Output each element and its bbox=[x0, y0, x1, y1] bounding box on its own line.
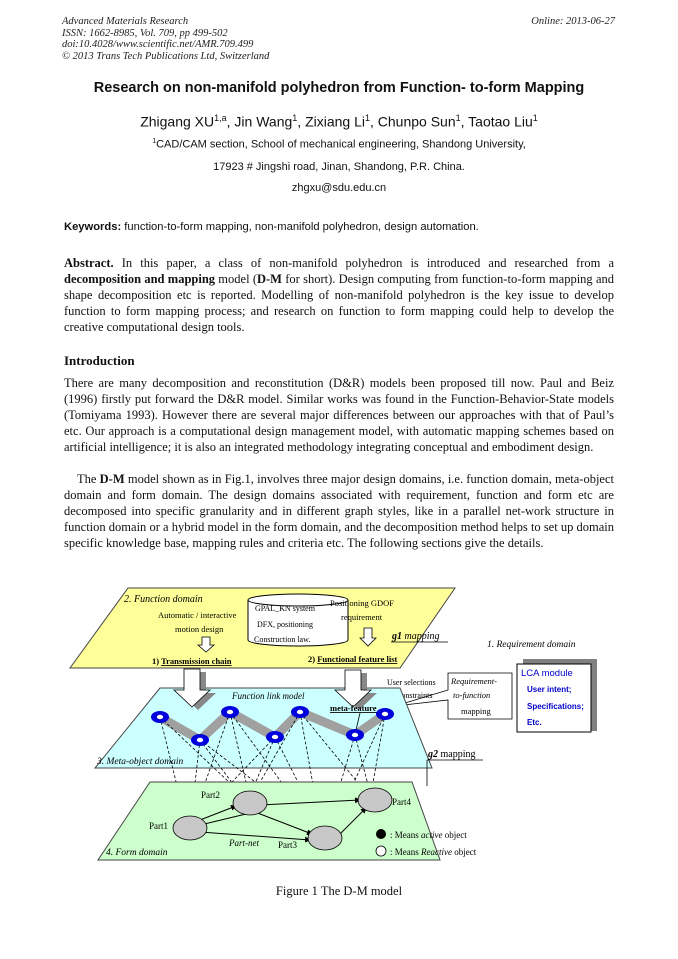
down-arrow-right bbox=[359, 627, 377, 647]
figure-caption: Figure 1 The D-M model bbox=[275, 884, 403, 898]
knowledge-base-top bbox=[247, 593, 349, 607]
function-link-label: Function link model bbox=[231, 691, 305, 701]
paper-title: Research on non-manifold polyhedron from… bbox=[93, 80, 585, 96]
part-nodes bbox=[172, 787, 393, 851]
part1-label: Part1 bbox=[149, 821, 168, 831]
reactive-object-icon bbox=[375, 845, 387, 857]
author-email[interactable]: zhgxu@sdu.edu.cn bbox=[291, 182, 387, 194]
keywords: Keywords: function-to-form mapping, non-… bbox=[64, 221, 479, 233]
author-name: Zhigang XU bbox=[140, 113, 215, 130]
section-heading: Introduction bbox=[64, 353, 135, 368]
lca-module-box bbox=[516, 663, 592, 733]
meta-node-holes bbox=[156, 709, 389, 743]
author-name: Chunpo Sun bbox=[377, 113, 456, 130]
construction-label: Construction law. bbox=[254, 635, 310, 644]
active-legend: : Means active object bbox=[390, 830, 467, 840]
functional-feature-label: 2) Functional feature list bbox=[308, 654, 398, 664]
journal-name: Advanced Materials Research bbox=[62, 16, 189, 27]
g1-mapping-label: g1 mapping bbox=[391, 631, 440, 642]
gdof-label: Positioning GDOF bbox=[330, 598, 394, 608]
author-list: Zhigang XU1,a, Jin Wang1, Zixiang Li1, C… bbox=[140, 113, 538, 130]
lca-item-2: Specifications; bbox=[527, 702, 584, 711]
meta-feature-label: meta-feature bbox=[330, 703, 377, 713]
gpal-label: GPAL_KN system bbox=[255, 604, 316, 613]
affiliation-line-2: 17923 # Jingshi road, Jinan, Shandong, P… bbox=[213, 161, 465, 173]
copyright: © 2013 Trans Tech Publications Ltd, Swit… bbox=[62, 50, 270, 62]
abstract: Abstract. In this paper, a class of non-… bbox=[64, 256, 614, 334]
knowledge-base-cylinder bbox=[247, 600, 349, 647]
part-net-label: Part-net bbox=[228, 838, 259, 848]
req-map-label-3: mapping bbox=[461, 706, 491, 716]
function-domain-label: 2. Function domain bbox=[124, 594, 203, 605]
journal-header: Advanced Materials Research ISSN: 1662-8… bbox=[62, 16, 269, 62]
requirement-callout bbox=[394, 672, 513, 720]
doi: doi:10.4028/www.scientific.net/AMR.709.4… bbox=[62, 39, 254, 50]
requirement-domain-label: 1. Requirement domain bbox=[487, 640, 576, 650]
auto-design-label: Automatic / interactive bbox=[158, 610, 237, 620]
meta-feature-pointer bbox=[355, 712, 361, 731]
online-date: Online: 2013-06-27 bbox=[531, 16, 615, 27]
form-domain-plane bbox=[97, 781, 441, 861]
lca-title: LCA module bbox=[521, 668, 573, 679]
g2-mapping-label: g2 mapping bbox=[427, 749, 476, 760]
meta-object-domain-label: 3. Meta-object domain bbox=[96, 757, 184, 767]
active-object-icon bbox=[376, 829, 386, 839]
transmission-chain-label: 1) Transmission chain bbox=[152, 656, 232, 666]
down-arrow-left bbox=[196, 636, 216, 653]
part3-label: Part3 bbox=[278, 840, 297, 850]
part4-label: Part4 bbox=[392, 797, 411, 807]
req-map-label-1: Requirement- bbox=[450, 676, 497, 686]
author-name: Jin Wang bbox=[234, 113, 293, 130]
gdof-label-2: requirement bbox=[341, 612, 383, 622]
user-selections-label: User selections bbox=[387, 678, 436, 687]
intro-paragraph-1: There are many decomposition and reconst… bbox=[64, 376, 614, 454]
issn: ISSN: 1662-8985, Vol. 709, pp 499-502 bbox=[62, 27, 228, 39]
reactive-legend: : Means Reactive object bbox=[390, 847, 477, 857]
author-name: Zixiang Li bbox=[305, 113, 365, 130]
affiliation-line-1: 1CAD/CAM section, School of mechanical e… bbox=[152, 138, 526, 151]
part2-label: Part2 bbox=[201, 790, 220, 800]
form-domain-label: 4. Form domain bbox=[106, 848, 168, 858]
lca-item-3: Etc. bbox=[527, 718, 542, 727]
auto-design-label-2: motion design bbox=[175, 624, 224, 634]
dfx-label: DFX, positioning bbox=[257, 620, 313, 629]
big-arrow-right bbox=[333, 669, 373, 708]
req-map-label-2: to-function bbox=[453, 690, 490, 700]
lca-item-1: User intent; bbox=[527, 685, 571, 694]
big-arrow-left bbox=[172, 668, 212, 708]
intro-paragraph-2: The D-M model shown as in Fig.1, involve… bbox=[64, 472, 615, 550]
author-name: Taotao Liu bbox=[468, 113, 533, 130]
constraints-label: Constraints bbox=[396, 691, 432, 700]
